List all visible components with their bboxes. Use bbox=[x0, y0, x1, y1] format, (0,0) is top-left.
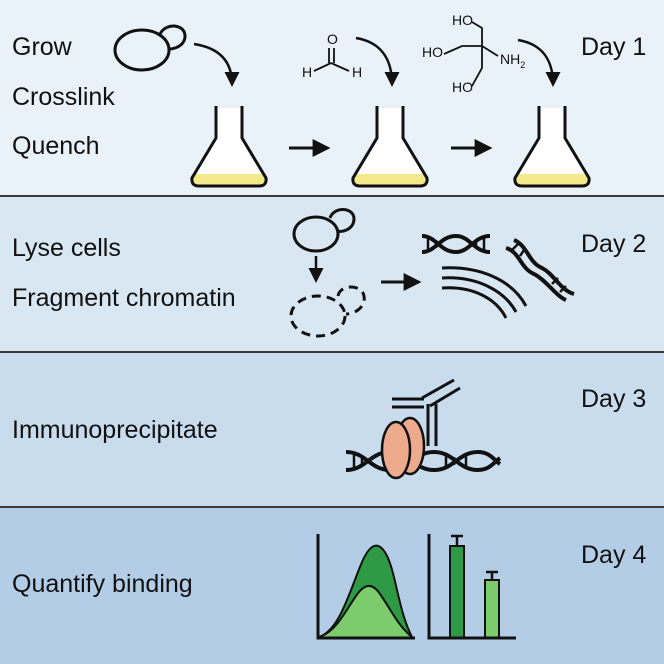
formaldehyde-molecule: O H H bbox=[302, 31, 362, 80]
day-4-label: Day 4 bbox=[581, 541, 647, 569]
dna-fragment-icon bbox=[505, 238, 575, 302]
label-immunoprecipitate: Immunoprecipitate bbox=[12, 416, 218, 444]
peak-plot-icon bbox=[316, 534, 415, 640]
sheared-dna-strands bbox=[441, 266, 528, 319]
protein-icon bbox=[380, 416, 426, 480]
svg-text:NH2: NH2 bbox=[500, 51, 525, 70]
flask-icon bbox=[351, 106, 429, 188]
dna-fragment-icon bbox=[345, 449, 502, 473]
yeast-cell-icon bbox=[113, 24, 187, 72]
svg-text:HO: HO bbox=[422, 44, 443, 60]
label-quantify-binding: Quantify binding bbox=[12, 570, 193, 598]
divider bbox=[0, 351, 664, 353]
divider bbox=[0, 195, 664, 197]
tris-molecule: HO HO HO NH2 bbox=[422, 12, 525, 95]
label-crosslink: Crosslink bbox=[12, 83, 115, 111]
antibody-icon bbox=[392, 378, 461, 446]
dna-fragment-icon bbox=[421, 233, 491, 255]
day-3-label: Day 3 bbox=[581, 385, 647, 413]
label-quench: Quench bbox=[12, 132, 100, 160]
day-2-label: Day 2 bbox=[581, 230, 647, 258]
flask-icon bbox=[513, 106, 591, 188]
lysed-cell-icon bbox=[289, 285, 366, 338]
label-lyse-cells: Lyse cells bbox=[12, 234, 121, 262]
svg-text:HO: HO bbox=[452, 79, 473, 95]
svg-text:HO: HO bbox=[452, 12, 473, 28]
label-grow: Grow bbox=[12, 33, 72, 61]
day-1-label: Day 1 bbox=[581, 33, 647, 61]
yeast-cell-icon bbox=[292, 208, 356, 253]
arrow-icon bbox=[193, 42, 240, 87]
svg-text:O: O bbox=[327, 31, 338, 47]
svg-text:H: H bbox=[352, 64, 362, 80]
bar-plot-icon bbox=[427, 534, 516, 640]
arrow-icon bbox=[517, 38, 561, 87]
arrow-icon bbox=[355, 36, 400, 87]
label-fragment-chromatin: Fragment chromatin bbox=[12, 284, 236, 312]
flask-icon bbox=[190, 106, 268, 188]
svg-text:H: H bbox=[302, 64, 312, 80]
divider bbox=[0, 506, 664, 508]
panel-day3 bbox=[0, 352, 664, 507]
